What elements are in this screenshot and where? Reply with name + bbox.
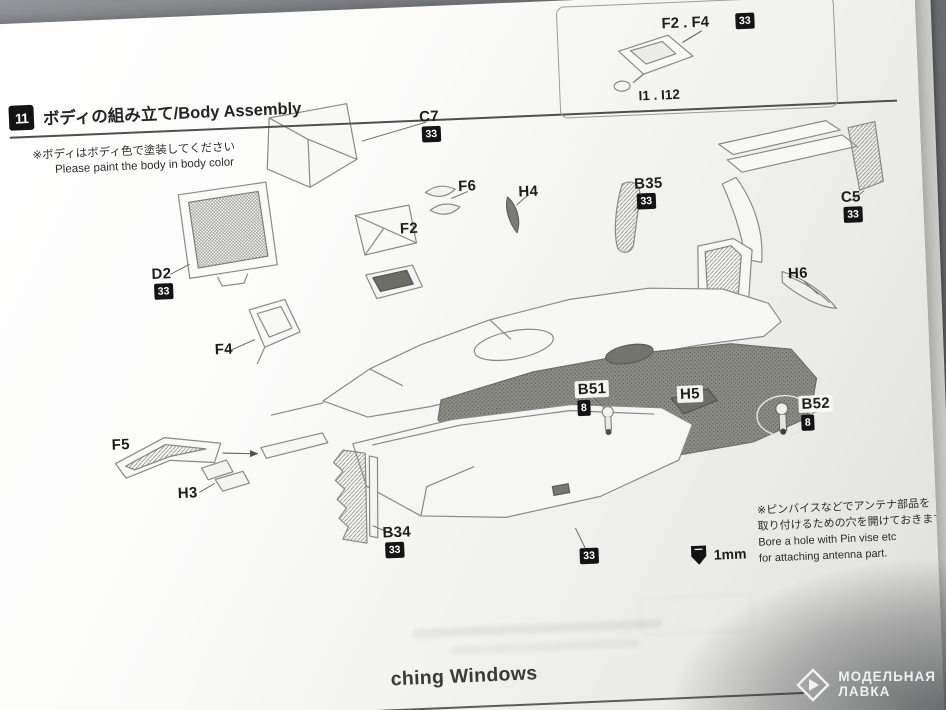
shop-watermark: МОДЕЛЬНАЯ ЛАВКА <box>796 668 936 702</box>
inset-sub-parts-label: I1 . I12 <box>638 86 681 104</box>
part-drawing-h3 <box>201 459 250 492</box>
part-code: B34 <box>382 523 412 542</box>
part-count-badge: 8 <box>577 399 591 416</box>
wing-assembly-drawing <box>718 120 884 264</box>
blade-part-drawing-h4 <box>506 196 520 234</box>
part-code: F4 <box>214 340 234 359</box>
part-code: H5 <box>676 385 704 404</box>
part-drawing-f2 <box>354 204 418 256</box>
part-count-badge: 33 <box>385 541 405 558</box>
part-count-badge: 33 <box>421 125 441 143</box>
part-count-badge: 33 <box>579 547 599 564</box>
antenna-base-drawing-b51 <box>601 405 614 435</box>
part-label-c7: C7 33 <box>418 107 441 143</box>
part-code: C7 <box>418 107 440 126</box>
part-count-badge: 33 <box>153 283 174 300</box>
part-label-b52: B52 8 <box>798 394 834 431</box>
part-code: F5 <box>111 436 131 454</box>
part-code: B35 <box>633 174 663 193</box>
part-label-h4: H4 <box>518 182 539 201</box>
part-code: H4 <box>518 182 539 201</box>
inset-part-drawing <box>613 30 703 92</box>
part-count-badge: 33 <box>636 192 656 210</box>
part-label-h6: H6 <box>787 264 809 283</box>
part-label-f4: F4 <box>214 340 234 359</box>
diamond-logo-icon <box>796 668 831 702</box>
fin-part-drawing-b35 <box>614 181 641 253</box>
windscreen-part-drawing <box>365 264 423 300</box>
winglet-part-drawing-f6 <box>424 185 461 215</box>
part-label-c5: C5 33 <box>840 188 863 223</box>
loose-count-badge: 33 <box>577 547 599 564</box>
part-label-f6: F6 <box>457 177 477 196</box>
drill-size-marker: 1mm <box>689 542 747 566</box>
part-label-b34: B34 33 <box>382 523 412 558</box>
part-label-h3: H3 <box>177 484 198 503</box>
part-code: C5 <box>840 188 862 207</box>
part-label-f5: F5 <box>111 436 131 454</box>
mirror-part-drawing-f4 <box>248 298 301 365</box>
watermark-line2: ЛАВКА <box>838 684 891 699</box>
serrated-strip-drawing-b34 <box>333 449 379 544</box>
part-code: B51 <box>574 379 610 399</box>
pin-vise-drill-icon <box>690 545 707 565</box>
part-count-badge: 33 <box>843 206 863 223</box>
watermark-text: МОДЕЛЬНАЯ ЛАВКА <box>838 669 936 700</box>
part-label-d2: D2 33 <box>151 265 174 300</box>
detail-inset-box: F2 . F4 33 I1 . I12 <box>555 0 839 119</box>
drill-size-label: 1mm <box>713 545 747 563</box>
part-code: H3 <box>177 484 198 503</box>
show-through-ghost <box>639 593 756 636</box>
part-code: F2 <box>399 219 419 238</box>
part-label-b51: B51 8 <box>574 379 610 416</box>
antenna-hole-note: ※ピンバイスなどでアンテナ部品を 取り付けるための穴を開けておきます Bore … <box>757 495 946 567</box>
leader-lines <box>170 121 865 554</box>
watermark-line1: МОДЕЛЬНАЯ <box>838 669 936 685</box>
part-code: F6 <box>457 177 477 196</box>
part-code: D2 <box>151 265 172 283</box>
part-label-f2: F2 <box>399 219 419 238</box>
part-count-badge: 8 <box>801 414 815 431</box>
radiator-part-drawing-d2 <box>177 181 278 287</box>
part-label-b35: B35 33 <box>633 174 664 210</box>
step-number-badge: 11 <box>8 104 35 131</box>
part-code: B52 <box>798 394 834 413</box>
lower-floor-drawing <box>260 403 693 518</box>
winglet-part-drawing-f5 <box>114 436 259 479</box>
antenna-base-drawing-b52 <box>756 394 812 437</box>
part-code: H6 <box>787 264 809 283</box>
part-label-h5: H5 <box>676 385 704 404</box>
